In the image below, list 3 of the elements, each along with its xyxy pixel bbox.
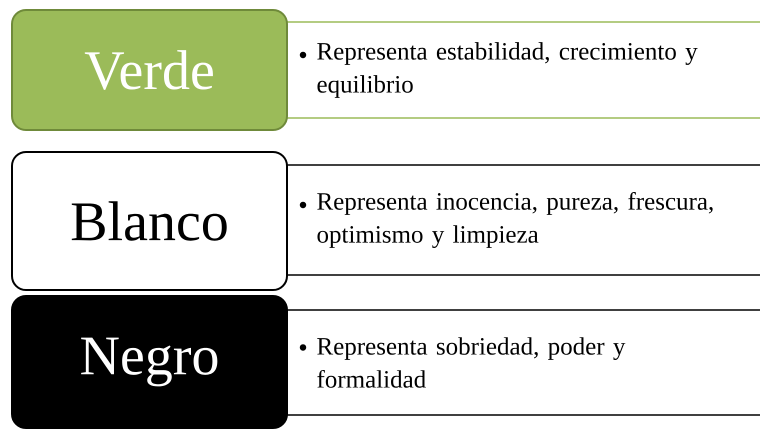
color-name-box: Blanco bbox=[11, 151, 288, 291]
color-name-box: Verde bbox=[11, 9, 288, 131]
color-name-box: Negro bbox=[11, 295, 288, 429]
